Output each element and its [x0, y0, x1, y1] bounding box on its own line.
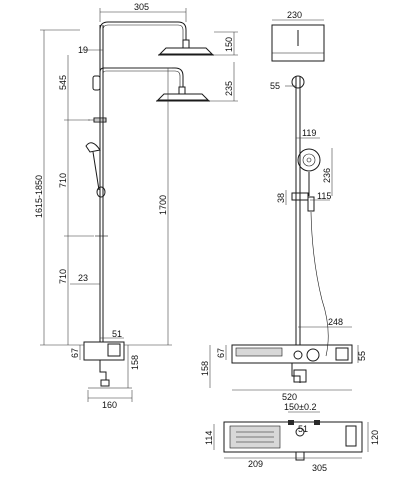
dim-centers: 150±0.2 [284, 402, 316, 412]
dim-head-height: 150 [224, 37, 234, 52]
hand-shower-head [85, 142, 101, 153]
shelf-glass [235, 347, 283, 357]
valve-outlet [293, 350, 303, 360]
pipe-joint [291, 75, 305, 89]
dim-hand-width: 119 [302, 128, 316, 138]
valve-handle [107, 343, 121, 357]
dim-base-offset: 67 [70, 348, 80, 358]
inlet-right [314, 420, 320, 425]
dim-lower-segment: 710 [58, 269, 68, 284]
dim-shelf-height: 55 [357, 351, 367, 361]
shower-hose [310, 211, 329, 357]
inlet-left [288, 420, 294, 425]
spout-outlet [100, 379, 110, 387]
diverter-knob [92, 75, 101, 91]
upper-arm-inner [102, 24, 184, 40]
outlet-top [295, 427, 305, 437]
dim-hose-reach: 248 [328, 317, 343, 327]
dim-holder-depth: 115 [317, 191, 331, 201]
dim-left-width: 209 [248, 459, 263, 469]
hand-shower-face [297, 148, 321, 172]
upper-head-connector [182, 39, 190, 49]
tub-spout-side [291, 363, 301, 383]
upper-shower-head [158, 47, 214, 55]
thermostatic-valve [83, 341, 125, 361]
dim-valve-depth: 114 [204, 431, 214, 445]
dim-total-height: 1615-1850 [34, 175, 44, 218]
dim-right-width: 305 [312, 463, 327, 473]
dim-pipe-offset: 55 [270, 81, 280, 91]
hand-shower-center [306, 157, 312, 163]
dim-shelf-width: 520 [282, 392, 297, 402]
dim-head-diameter: 230 [287, 10, 302, 20]
rain-head-side [271, 24, 325, 62]
knob-top [345, 425, 357, 447]
lower-shower-head [156, 93, 210, 101]
lower-arm-inner [102, 70, 181, 87]
dim-base-width: 160 [102, 400, 117, 410]
spout-box-side [293, 369, 307, 383]
dim-holder-height: 38 [276, 193, 286, 203]
hand-shower-holder [96, 186, 106, 198]
hand-shower-handle [92, 151, 100, 191]
lower-arm [99, 67, 184, 87]
spout-top [295, 452, 305, 461]
dim-valve-height-side: 158 [200, 361, 210, 376]
tub-spout [99, 360, 107, 380]
temperature-knob [335, 347, 349, 361]
dim-top-width: 305 [134, 2, 149, 12]
hand-handle-side [307, 196, 315, 212]
dim-upper-segment: 545 [58, 75, 68, 90]
dim-valve-height: 158 [130, 355, 140, 370]
dim-shelf-depth: 120 [370, 430, 380, 445]
dim-pipe-diameter: 23 [78, 273, 88, 283]
dim-bar-height: 1700 [158, 195, 168, 215]
hand-shower-ring [302, 153, 316, 167]
dim-outlet: 51 [298, 424, 308, 434]
upper-arm [99, 21, 187, 40]
dim-hand-height: 236 [322, 168, 332, 183]
valve-knob [306, 348, 320, 362]
dim-arm-offset: 19 [78, 45, 88, 55]
front-view: 305 19 150 235 1615-1850 545 710 710 170… [34, 2, 238, 410]
dim-base-offset-side: 67 [216, 348, 226, 358]
dim-head2-height: 235 [224, 81, 234, 96]
top-view: 150±0.2 114 51 120 209 305 [204, 402, 380, 473]
side-view: 230 55 119 236 38 115 248 67 55 158 520 [200, 10, 367, 402]
lower-head-connector [178, 86, 186, 95]
dim-middle-segment: 710 [58, 173, 68, 188]
dim-valve-offset: 51 [112, 329, 122, 339]
